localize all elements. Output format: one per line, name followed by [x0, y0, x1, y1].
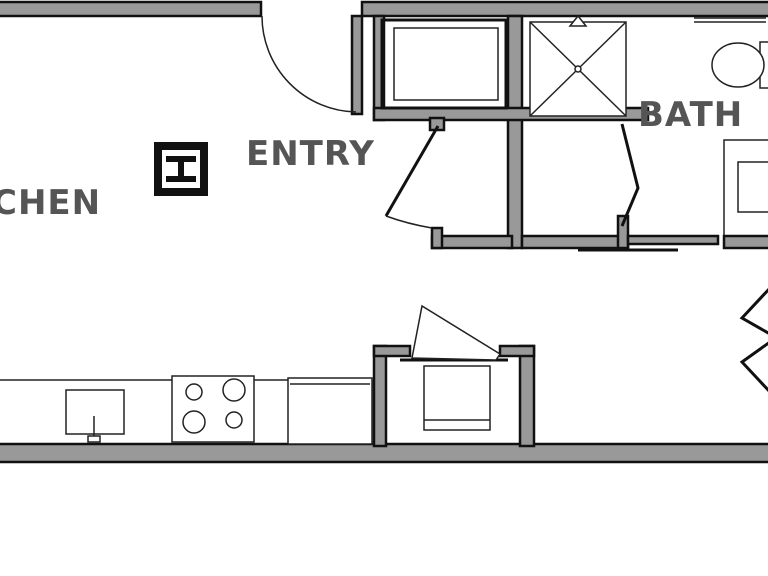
burner-4: [225, 411, 243, 429]
closet-door-left-leaf: [384, 125, 440, 217]
toilet-bowl: [711, 42, 765, 88]
bath-lower-wall: [626, 234, 720, 246]
top-wall-right: [360, 0, 768, 18]
room-label-entry: ENTRY: [246, 134, 375, 174]
bath-right-wall: [722, 234, 768, 250]
panel-symbol: [154, 142, 208, 196]
kitchen-sink: [65, 389, 125, 435]
bath-sink: [737, 161, 768, 213]
burner-2: [222, 378, 246, 402]
laundry-outer: [380, 18, 508, 110]
closet-right-jamb: [616, 214, 630, 250]
laundry-unit: [380, 18, 508, 110]
entry-door: [261, 14, 364, 116]
lower-closet: [372, 304, 536, 448]
kitchen-counter: [0, 375, 373, 445]
right-door-lower: [739, 341, 768, 393]
closet-door-right-bifold: [620, 123, 640, 227]
exterior-walls: [0, 0, 768, 464]
lower-closet-right-wall: [518, 344, 536, 448]
lower-closet-left-wall: [372, 344, 388, 448]
top-wall-left: [0, 0, 263, 18]
panel-symbol-bar-top: [166, 156, 196, 162]
lower-closet-door-leaf: [411, 304, 502, 361]
burner-3: [182, 410, 206, 434]
burner-1: [185, 383, 203, 401]
closet-bottom-jamb: [430, 226, 444, 250]
closet-door-left-arc: [385, 215, 433, 229]
closet-bottom-wall: [430, 234, 514, 250]
panel-symbol-bar-mid: [178, 160, 184, 178]
entry-door-swing-arc: [261, 15, 357, 113]
faucet-base: [87, 435, 101, 443]
refrigerator: [287, 377, 373, 445]
room-label-kitchen: CHEN: [0, 183, 101, 223]
lower-closet-top-right: [498, 344, 536, 358]
closet-doors: [384, 123, 640, 229]
shower-valve: [568, 14, 588, 27]
right-door-upper: [739, 287, 768, 335]
closet-right-wall: [520, 234, 630, 250]
bath-area: [529, 14, 768, 252]
laundry-inner: [393, 27, 499, 101]
closet-divider-wall: [506, 14, 524, 250]
right-edge-doors: [739, 287, 768, 393]
lower-closet-top-left: [372, 344, 412, 358]
room-label-bath: BATH: [638, 95, 743, 135]
shower-drain: [574, 65, 582, 73]
panel-symbol-bar-bottom: [166, 176, 196, 182]
entry-door-jamb: [350, 14, 364, 116]
